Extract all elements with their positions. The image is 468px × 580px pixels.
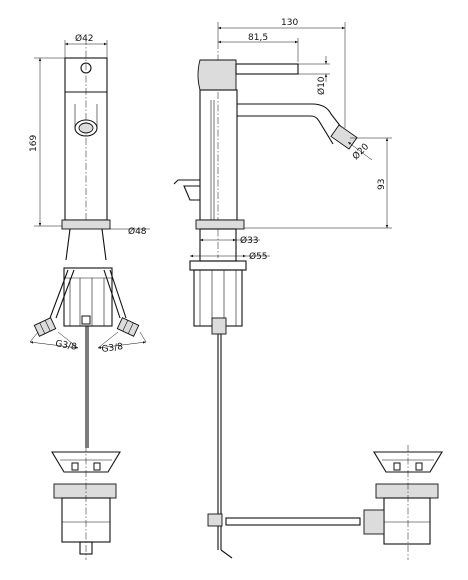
dim-handle-diameter: Ø10 [316,76,327,95]
dim-hole-diameter: Ø33 [240,235,259,246]
dim-spout-height: 93 [377,179,387,190]
dim-body-diameter: Ø42 [75,33,94,44]
dim-hose-thread-right: G3/8 [101,342,124,355]
dim-total-projection: 130 [281,18,298,28]
dim-plate-diameter: Ø55 [249,251,268,262]
dim-spout-outlet-diameter: Ø20 [350,141,371,162]
side-view: 130 81,5 Ø10 Ø20 93 Ø33 Ø55 [173,18,443,560]
front-view: Ø42 169 Ø48 G3/8 G3/8 [29,33,150,560]
dim-base-diameter: Ø48 [128,226,147,237]
dim-hose-thread-left: G3/8 [54,339,77,353]
dim-body-height: 169 [29,135,39,152]
dim-handle-length: 81,5 [248,33,268,43]
